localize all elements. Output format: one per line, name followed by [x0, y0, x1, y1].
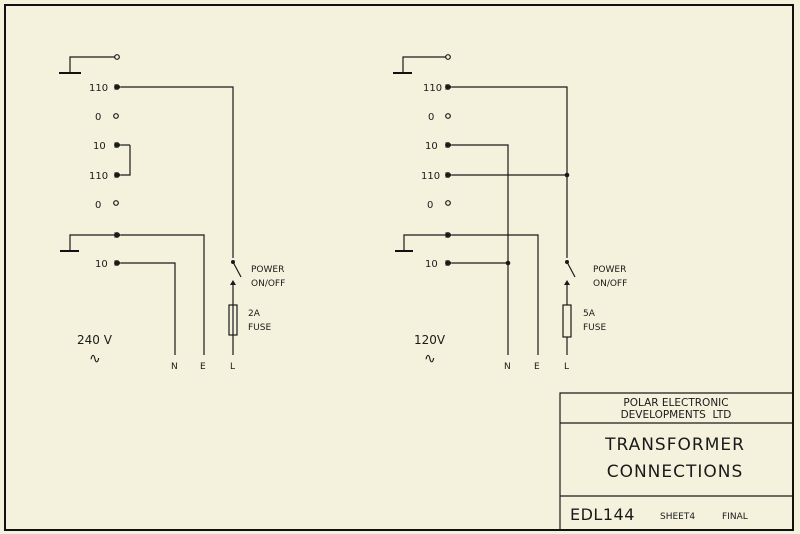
switch-label: ON/OFF [251, 279, 285, 289]
fuse-rating: 2A [248, 309, 261, 319]
drawing-status: FINAL [722, 512, 748, 522]
drawing-number: EDL144 [570, 505, 635, 524]
switch-label: POWER [593, 265, 626, 275]
drawing-title: CONNECTIONS [607, 462, 744, 482]
power-switch [232, 261, 242, 278]
terminal [445, 54, 451, 60]
terminal [114, 54, 120, 60]
mains-neutral: N [171, 362, 178, 372]
fuse [562, 304, 572, 338]
terminal [445, 200, 451, 206]
tap-label: 110 [89, 83, 108, 94]
wire-neutral [114, 260, 176, 355]
right-diagram: 110 0 10 110 0 10 POWER ON/OFF 5A FUSE [393, 54, 627, 372]
wire-neutral [445, 142, 509, 355]
mains-earth: E [534, 362, 540, 372]
tap-label: 0 [95, 200, 101, 211]
terminal [445, 260, 451, 266]
wire-earth [114, 232, 205, 355]
tap-label: 10 [95, 259, 108, 270]
drawing-title: TRANSFORMER [604, 435, 745, 455]
tap-label: 110 [423, 83, 442, 94]
ac-symbol-icon: ∿ [89, 351, 101, 367]
tap-label: 110 [421, 171, 440, 182]
terminal [113, 200, 119, 206]
terminal [114, 142, 120, 148]
mains-earth: E [200, 362, 206, 372]
terminal [445, 142, 451, 148]
terminal [114, 232, 120, 238]
tap-label: 110 [89, 171, 108, 182]
junction-dot [505, 260, 511, 266]
terminal [445, 113, 451, 119]
wire-live [114, 84, 234, 258]
sheet-number: SHEET4 [660, 512, 695, 522]
mains-live: L [230, 362, 235, 372]
title-block: POLAR ELECTRONIC DEVELOPMENTS LTD TRANSF… [559, 392, 793, 530]
terminal [114, 172, 120, 178]
ac-symbol-icon: ∿ [424, 351, 436, 367]
company-name: POLAR ELECTRONIC [623, 397, 728, 409]
terminal [114, 84, 120, 90]
tap-label: 0 [428, 112, 434, 123]
tap-label: 10 [425, 259, 438, 270]
power-switch [566, 261, 576, 278]
company-name: DEVELOPMENTS LTD [621, 409, 732, 421]
switch-label: POWER [251, 265, 284, 275]
terminal [113, 113, 119, 119]
junction-dot [564, 172, 570, 178]
fuse-label: FUSE [583, 323, 606, 333]
tap-label: 0 [95, 112, 101, 123]
mains-live: L [564, 362, 569, 372]
switch-label: ON/OFF [593, 279, 627, 289]
tap-label: 0 [427, 200, 433, 211]
terminal [445, 172, 451, 178]
tap-label: 10 [425, 141, 438, 152]
wire-link [114, 145, 131, 178]
tap-label: 10 [93, 141, 106, 152]
left-diagram: 110 0 10 110 0 10 POWER ON/OFF 2A [59, 54, 285, 372]
terminal [445, 232, 451, 238]
terminal [445, 84, 451, 90]
sheet-border [4, 4, 794, 531]
voltage-label: 240 V [77, 333, 113, 347]
mains-neutral: N [504, 362, 511, 372]
wire-live [445, 84, 568, 258]
fuse-label: FUSE [248, 323, 271, 333]
voltage-label: 120V [414, 333, 446, 347]
fuse-rating: 5A [583, 309, 596, 319]
wire-earth [445, 232, 539, 355]
terminal [114, 260, 120, 266]
